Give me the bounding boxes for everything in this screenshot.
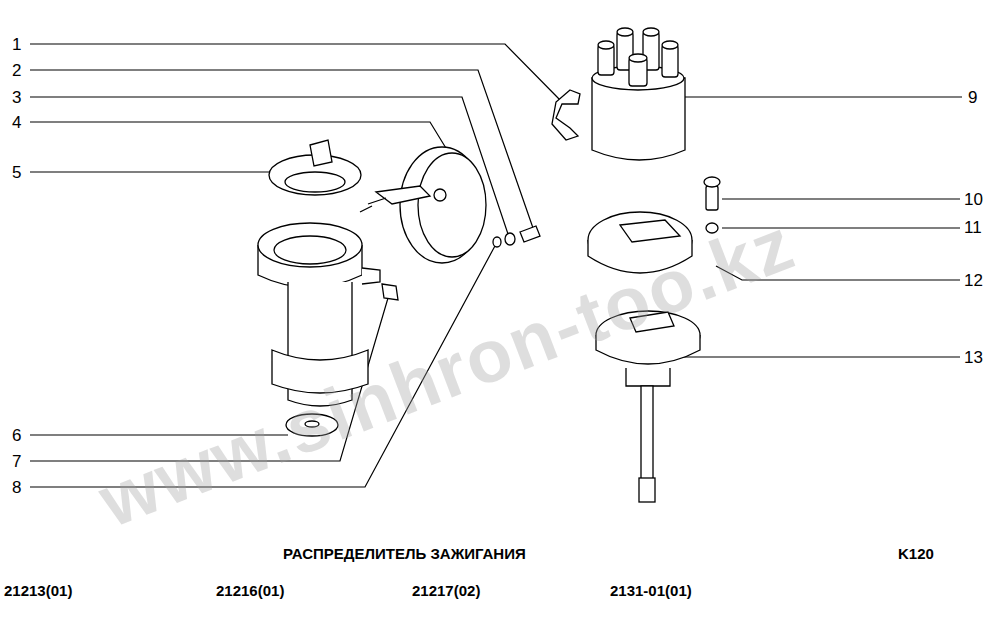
callout-number: 9	[968, 89, 977, 106]
callout-number: 7	[12, 453, 21, 470]
model-code: 2131-01(01)	[610, 583, 692, 598]
model-code: 21216(01)	[216, 583, 284, 598]
leader-lines	[30, 44, 962, 487]
callout-number: 10	[964, 191, 983, 208]
page-code: K120	[898, 546, 934, 561]
callout-number: 4	[12, 114, 21, 131]
callout-number: 5	[12, 164, 21, 181]
callout-number: 2	[12, 62, 21, 79]
callout-number: 6	[12, 427, 21, 444]
callout-number: 1	[12, 36, 21, 53]
model-code: 21213(01)	[4, 583, 72, 598]
callout-number: 12	[964, 272, 983, 289]
callout-number: 8	[12, 479, 21, 496]
callout-number: 11	[964, 219, 982, 236]
diagram-title: РАСПРЕДЕЛИТЕЛЬ ЗАЖИГАНИЯ	[283, 546, 526, 561]
model-code: 21217(02)	[412, 583, 480, 598]
callout-number: 13	[964, 349, 983, 366]
callout-number: 3	[12, 89, 21, 106]
